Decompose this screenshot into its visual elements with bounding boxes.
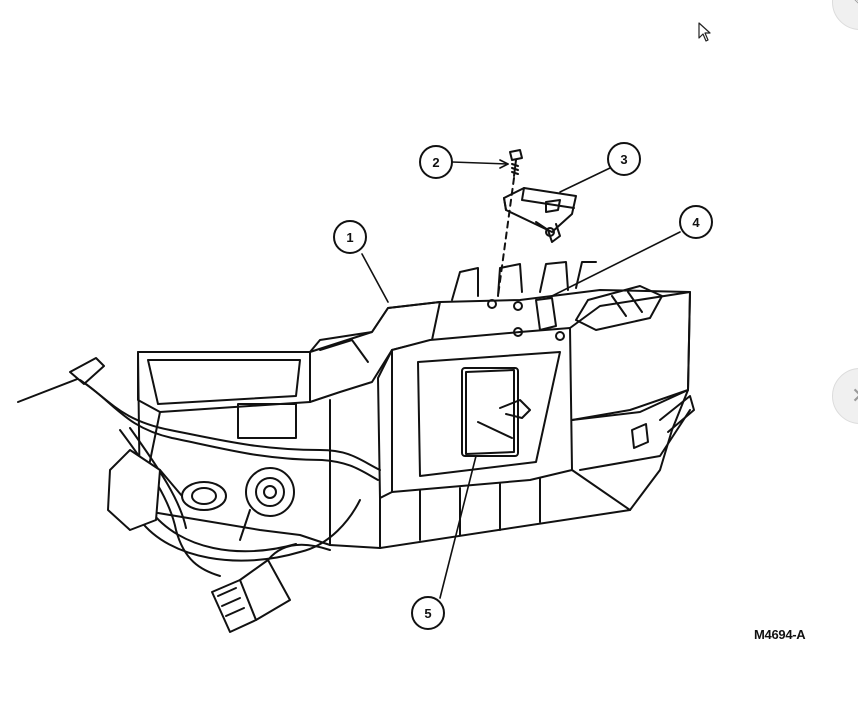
figure-code: M4694-A <box>754 627 806 642</box>
callout-3-label: 3 <box>620 152 627 167</box>
blower-motor-resistor <box>503 187 577 243</box>
callout-leaders <box>361 159 681 599</box>
callout-5: 5 <box>411 596 445 630</box>
retaining-screw <box>497 149 523 297</box>
mouse-cursor-icon <box>698 22 711 42</box>
callout-2-label: 2 <box>432 155 439 170</box>
callout-3: 3 <box>607 142 641 176</box>
callout-4-label: 4 <box>692 215 700 230</box>
callout-1-label: 1 <box>346 230 353 245</box>
callout-4: 4 <box>679 205 713 239</box>
callout-2: 2 <box>419 145 453 179</box>
callout-5-label: 5 <box>424 606 431 621</box>
edit-pencil-icon: ✎ <box>851 0 858 15</box>
vacuum-hoses-and-wiring <box>17 357 381 633</box>
close-icon: ✕ <box>851 383 858 409</box>
callout-1: 1 <box>333 220 367 254</box>
